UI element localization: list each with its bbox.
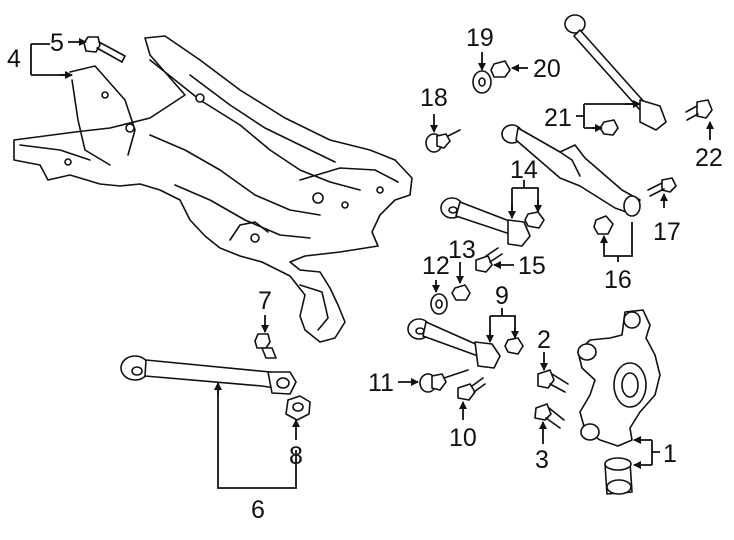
bolt-10 xyxy=(457,377,486,401)
callout-4: 4 xyxy=(7,45,21,73)
bolt-15 xyxy=(475,247,503,273)
bolt-18 xyxy=(425,129,461,153)
callout-19: 19 xyxy=(466,24,494,52)
callout-2: 2 xyxy=(537,326,551,354)
callout-12: 12 xyxy=(422,252,450,280)
callout-16: 16 xyxy=(604,266,632,294)
nut-8 xyxy=(285,395,311,421)
callout-9: 9 xyxy=(495,282,509,310)
washer-12 xyxy=(430,293,448,315)
callout-22: 22 xyxy=(695,144,723,172)
callout-labels: 1 2 3 4 5 6 7 8 9 10 11 12 13 14 15 16 1… xyxy=(7,24,723,524)
callout-13: 13 xyxy=(448,236,476,264)
bolt-11 xyxy=(419,369,469,393)
lateral-link-6 xyxy=(120,355,297,395)
nut-20 xyxy=(490,60,511,78)
callout-11: 11 xyxy=(368,369,394,397)
bolt-2 xyxy=(537,369,569,393)
callout-6: 6 xyxy=(251,496,265,524)
leader-lines xyxy=(30,38,714,489)
callout-7: 7 xyxy=(258,287,272,315)
bolt-7 xyxy=(254,333,277,359)
link-9 xyxy=(407,318,524,369)
callout-3: 3 xyxy=(535,446,549,474)
toe-link-21 xyxy=(564,14,667,136)
callout-17: 17 xyxy=(653,218,681,246)
callout-20: 20 xyxy=(533,55,561,83)
crossmember-subframe xyxy=(13,35,413,343)
callout-21: 21 xyxy=(544,104,572,132)
washer-19 xyxy=(472,70,492,94)
link-14 xyxy=(440,197,545,247)
knuckle-1 xyxy=(577,309,661,495)
callout-18: 18 xyxy=(420,84,448,112)
callout-14: 14 xyxy=(510,156,538,184)
nut-13 xyxy=(451,284,471,301)
bolt-3 xyxy=(534,403,565,429)
callout-10: 10 xyxy=(449,424,477,452)
callout-15: 15 xyxy=(518,252,546,280)
bolt-17 xyxy=(647,177,677,197)
bolt-22 xyxy=(685,99,713,121)
bolt-5 xyxy=(83,36,126,63)
upper-arm-16 xyxy=(501,124,641,235)
callout-5: 5 xyxy=(50,29,64,57)
callout-8: 8 xyxy=(289,442,303,470)
callout-1: 1 xyxy=(663,440,677,468)
